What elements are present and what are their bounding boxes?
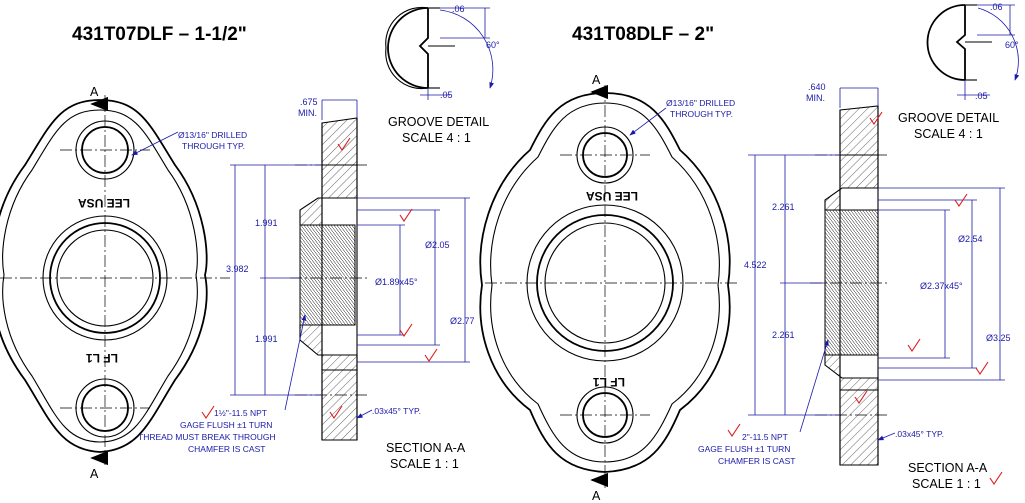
right-part-title: 431T08DLF – 2" (572, 24, 714, 45)
left-hole-note-2: THROUGH TYP. (182, 141, 245, 151)
right-dim-half-bottom: 2.261 (772, 330, 795, 340)
left-chamfer-note: .03x45° TYP. (372, 406, 421, 416)
left-groove-width: .05 (440, 90, 453, 100)
left-min-thickness: .675 (300, 97, 318, 107)
left-section-label: SECTION A-A (386, 441, 466, 455)
left-groove-detail: .06 60° .05 GROOVE DETAIL SCALE 4 : 1 (385, 4, 500, 145)
left-section-scale: SCALE 1 : 1 (390, 457, 459, 471)
left-part-title: 431T07DLF – 1-1/2" (72, 24, 247, 45)
left-dim-overall: 3.982 (226, 264, 249, 274)
right-chamfer-note: .03x45° TYP. (895, 429, 944, 439)
left-front-view: LEE USA LF L1 A A (0, 85, 230, 481)
right-section-scale: SCALE 1 : 1 (912, 477, 981, 491)
right-groove-angle: 60° (1005, 40, 1019, 50)
left-min-label: MIN. (298, 108, 317, 118)
right-dim-overall: 4.522 (744, 260, 767, 270)
right-flange-drawing: 431T08DLF – 2" LEE USA LF L1 A A Ø13/16"… (479, 2, 1020, 503)
right-dim-bore-mid: Ø2.54 (958, 234, 983, 244)
right-section-view (810, 105, 890, 466)
left-dim-bore-large: Ø2.77 (450, 316, 475, 326)
right-groove-detail: .06 60° .05 GROOVE DETAIL SCALE 4 : 1 (898, 2, 1020, 141)
right-thread-note-3: CHAMFER IS CAST (718, 456, 795, 466)
right-groove-width: .05 (975, 91, 988, 101)
right-thread-note-1: 2"-11.5 NPT (742, 432, 788, 442)
right-dim-bore-large: Ø3.25 (986, 333, 1011, 343)
left-hole-note-1: Ø13/16" DRILLED (178, 130, 247, 140)
left-dim-half-top: 1.991 (255, 218, 278, 228)
right-section-label: SECTION A-A (908, 461, 988, 475)
left-flange-drawing: 431T07DLF – 1-1/2" LEE USA LF L1 A A Ø (0, 4, 500, 481)
left-groove-scale: SCALE 4 : 1 (402, 131, 471, 145)
left-thread-note-2: GAGE FLUSH ±1 TURN (180, 420, 272, 430)
left-casting-top-text: LEE USA (78, 196, 130, 210)
left-dim-bore-small: Ø1.89x45° (375, 277, 418, 287)
right-section-marker-bottom: A (592, 489, 601, 503)
right-min-label: MIN. (806, 93, 825, 103)
left-casting-bottom-text: LF L1 (86, 351, 118, 365)
left-thread-note-3: THREAD MUST BREAK THROUGH (138, 432, 276, 442)
right-hole-note-1: Ø13/16" DRILLED (666, 98, 735, 108)
left-dim-bore-mid: Ø2.05 (425, 240, 450, 250)
left-thread-note-4: CHAMFER IS CAST (188, 444, 265, 454)
right-casting-bottom-text: LF L1 (593, 375, 625, 389)
right-groove-depth: .06 (990, 2, 1003, 12)
left-section-marker-bottom: A (90, 467, 99, 481)
right-thread-note-2: GAGE FLUSH ±1 TURN (698, 444, 790, 454)
right-section-marker-top: A (592, 73, 601, 87)
left-groove-angle: 60° (486, 40, 500, 50)
right-front-view: LEE USA LF L1 A A (479, 73, 740, 503)
right-groove-scale: SCALE 4 : 1 (914, 127, 983, 141)
right-dim-half-top: 2.261 (772, 202, 795, 212)
right-dim-bore-small: Ø2.37x45° (920, 281, 963, 291)
left-groove-label: GROOVE DETAIL (388, 115, 489, 129)
right-hole-note-2: THROUGH TYP. (670, 109, 733, 119)
left-section-marker-top: A (90, 85, 99, 99)
right-groove-label: GROOVE DETAIL (898, 111, 999, 125)
right-min-thickness: .640 (808, 82, 826, 92)
right-casting-top-text: LEE USA (586, 189, 638, 203)
left-thread-note-1: 1½"-11.5 NPT (214, 408, 267, 418)
left-groove-depth: .06 (452, 4, 465, 14)
left-section-view (290, 117, 370, 441)
left-dim-half-bottom: 1.991 (255, 334, 278, 344)
